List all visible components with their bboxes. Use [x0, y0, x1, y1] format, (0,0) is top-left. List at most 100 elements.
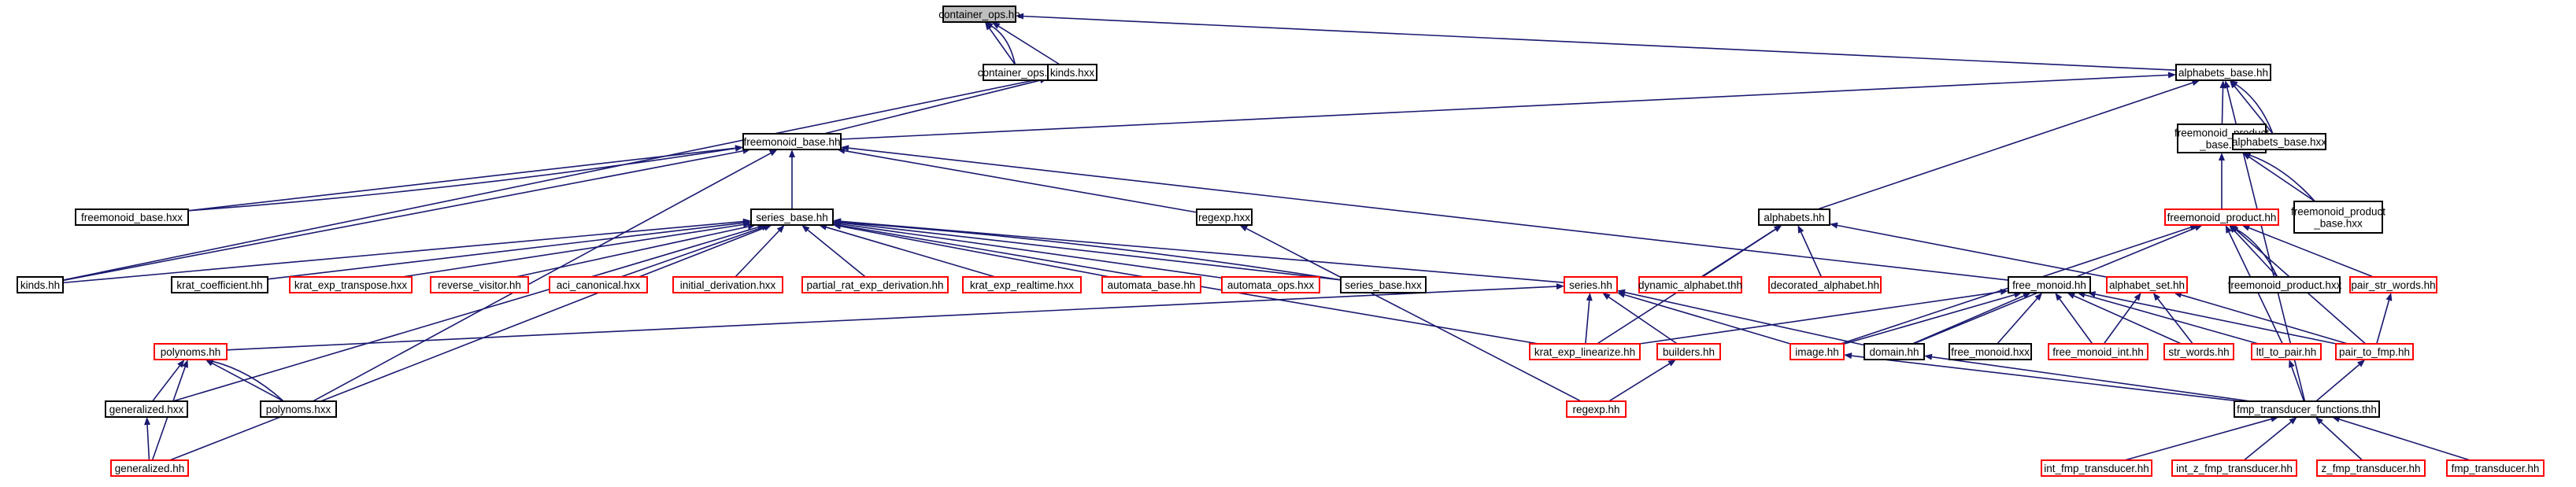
node-polynoms_hh[interactable]: polynoms.hh [154, 343, 228, 360]
edge-automata_base_hh-to-series_base_hh [840, 225, 1110, 278]
node-domain_hh[interactable]: domain.hh [1864, 343, 1925, 360]
node-initial_derivation_hxx[interactable]: initial_derivation.hxx [672, 276, 783, 293]
node-box [1196, 208, 1253, 226]
node-dynamic_alphabet_thh[interactable]: dynamic_alphabet.thh [1638, 276, 1742, 293]
node-partial_rat_exp_derivation_hh[interactable]: partial_rat_exp_derivation.hh [801, 276, 949, 293]
node-box [2316, 459, 2426, 477]
node-automata_base_hh[interactable]: automata_base.hh [1101, 276, 1201, 293]
arrowhead-alphabet_set_hh [2152, 293, 2161, 301]
node-fmp_transducer_hh[interactable]: fmp_transducer.hh [2446, 459, 2545, 477]
node-image_hh[interactable]: image.hh [1790, 343, 1845, 360]
node-box [962, 276, 1082, 293]
node-label: regexp.hh [1572, 404, 1619, 415]
graph-nodes: container_ops.hhcontainer_ops.hxxkinds.h… [17, 6, 2545, 477]
node-box [1758, 208, 1830, 226]
node-series_base_hxx[interactable]: series_base.hxx [1340, 276, 1427, 293]
arrowhead-freemonoid_product_hh [2225, 225, 2232, 234]
node-series_base_hh[interactable]: series_base.hh [750, 208, 834, 226]
node-alphabets_base_hh[interactable]: alphabets_base.hh [2175, 64, 2271, 81]
node-freemonoid_product_hh[interactable]: freemonoid_product.hh [2164, 208, 2279, 226]
node-builders_hh[interactable]: builders.hh [1656, 343, 1721, 360]
node-box [1340, 276, 1427, 293]
node-krat_coefficient_hh[interactable]: krat_coefficient.hh [171, 276, 268, 293]
arrowhead-freemonoid_product_base_hh [2242, 152, 2252, 159]
node-box [1656, 343, 1721, 360]
node-fmp_transducer_functions_thh[interactable]: fmp_transducer_functions.thh [2234, 400, 2380, 418]
node-freemonoid_base_hxx[interactable]: freemonoid_base.hxx [75, 208, 189, 226]
node-krat_exp_linearize_hh[interactable]: krat_exp_linearize.hh [1529, 343, 1641, 360]
edge-freemonoid_base_hxx-to-freemonoid_base_hh [187, 147, 736, 212]
node-ltl_to_pair_hh[interactable]: ltl_to_pair.hh [2251, 343, 2322, 360]
node-label: series_base.hxx [1345, 279, 1422, 291]
node-box [154, 343, 228, 360]
node-krat_exp_realtime_hxx[interactable]: krat_exp_realtime.hxx [962, 276, 1082, 293]
node-series_hh[interactable]: series.hh [1564, 276, 1618, 293]
edge-free_monoid_int_hh-to-free_monoid_hh [2059, 298, 2093, 345]
edge-automata_ops_hxx-to-series_base_hh [840, 223, 1223, 279]
node-reverse_visitor_hh[interactable]: reverse_visitor.hh [430, 276, 529, 293]
node-alphabet_set_hh[interactable]: alphabet_set.hh [2106, 276, 2188, 293]
edge-str_words_hh-to-alphabet_set_hh [2157, 298, 2193, 345]
node-generalized_hxx[interactable]: generalized.hxx [105, 400, 188, 418]
node-decorated_alphabet_hh[interactable]: decorated_alphabet.hh [1768, 276, 1882, 293]
node-free_monoid_int_hh[interactable]: free_monoid_int.hh [2048, 343, 2149, 360]
edge-fmp_transducer_functions_thh-to-domain_hh [1931, 356, 2251, 402]
node-box [430, 276, 529, 293]
node-freemonoid_product_base_hxx[interactable]: freemonoid_product_base.hxx [2291, 201, 2385, 234]
edge-ltl_to_pair_hh-to-free_monoid_hh [2084, 293, 2259, 345]
node-free_monoid_hxx[interactable]: free_monoid.hxx [1949, 343, 2032, 360]
edge-builders_hh-to-series_hh [1608, 296, 1678, 345]
node-free_monoid_hh[interactable]: free_monoid.hh [2008, 276, 2091, 293]
node-polynoms_hxx[interactable]: polynoms.hxx [260, 400, 337, 418]
edge-freemonoid_product_hxx-to-freemonoid_product_hh [2235, 228, 2278, 278]
node-str_words_hh[interactable]: str_words.hh [2163, 343, 2234, 360]
node-automata_ops_hxx[interactable]: automata_ops.hxx [1221, 276, 1320, 293]
arrowhead-polynoms_hh [182, 360, 188, 368]
node-freemonoid_product_hxx[interactable]: freemonoid_product.hxx [2228, 276, 2342, 293]
node-box [2164, 208, 2279, 226]
node-label: generalized.hxx [109, 404, 184, 415]
node-container_ops_hxx[interactable]: container_ops.hxx [978, 64, 1064, 81]
node-alphabets_base_hxx[interactable]: alphabets_base.hxx [2232, 133, 2326, 150]
edge-alphabet_set_hh-to-alphabets_hh [1837, 224, 2108, 278]
node-freemonoid_base_hh[interactable]: freemonoid_base.hh [742, 133, 842, 150]
edge-polynoms_hxx-to-polynoms_hh [213, 360, 284, 402]
node-alphabets_hh[interactable]: alphabets.hh [1758, 208, 1830, 226]
node-regexp_hh[interactable]: regexp.hh [1566, 400, 1627, 418]
node-int_fmp_transducer_hh[interactable]: int_fmp_transducer.hh [2041, 459, 2152, 477]
node-box [549, 276, 648, 293]
node-box [2232, 133, 2326, 150]
edge-generalized_hxx-to-series_base_hh [172, 227, 759, 402]
edge-fmp_transducer_hh-to-fmp_transducer_functions_thh [2339, 419, 2471, 461]
node-box [942, 6, 1016, 23]
node-container_ops_hh[interactable]: container_ops.hh [938, 6, 1020, 23]
node-regexp_hxx[interactable]: regexp.hxx [1196, 208, 1253, 226]
arrowhead-container_ops_hh [985, 22, 994, 29]
node-pair_str_words_hh[interactable]: pair_str_words.hh [2349, 276, 2437, 293]
node-aci_canonical_hxx[interactable]: aci_canonical.hxx [549, 276, 648, 293]
node-label: reverse_visitor.hh [438, 279, 521, 291]
node-label: partial_rat_exp_derivation.hh [806, 279, 943, 291]
node-label: pair_str_words.hh [2351, 279, 2435, 291]
node-label: freemonoid_base.hxx [81, 212, 183, 223]
edge-freemonoid_product_base_hxx-to-freemonoid_product_base_hh [2248, 156, 2315, 202]
arrowhead-freemonoid_product_hh [2241, 224, 2251, 231]
arrowhead-series_hh [1602, 293, 1611, 300]
arrowhead-free_monoid_hh [2000, 288, 2008, 295]
node-pair_to_fmp_hh[interactable]: pair_to_fmp.hh [2335, 343, 2414, 360]
node-krat_exp_transpose_hxx[interactable]: krat_exp_transpose.hxx [289, 276, 413, 293]
node-kinds_hh[interactable]: kinds.hh [17, 276, 64, 293]
node-z_fmp_transducer_hh[interactable]: z_fmp_transducer.hh [2316, 459, 2426, 477]
node-box [2446, 459, 2545, 477]
node-box [2163, 343, 2234, 360]
node-box [2234, 400, 2380, 418]
edge-alphabets_base_hxx-to-alphabets_base_hh [2234, 86, 2274, 135]
arrowhead-domain_hh [1924, 353, 1933, 360]
node-kinds_hxx[interactable]: kinds.hxx [1047, 64, 1097, 81]
node-generalized_hh[interactable]: generalized.hh [110, 459, 189, 477]
node-int_z_fmp_transducer_hh[interactable]: int_z_fmp_transducer.hh [2171, 459, 2297, 477]
node-box [2048, 343, 2149, 360]
arrowhead-series_base_hh [742, 221, 751, 228]
node-box [289, 276, 413, 293]
node-label: alphabets.hh [1764, 212, 1824, 223]
